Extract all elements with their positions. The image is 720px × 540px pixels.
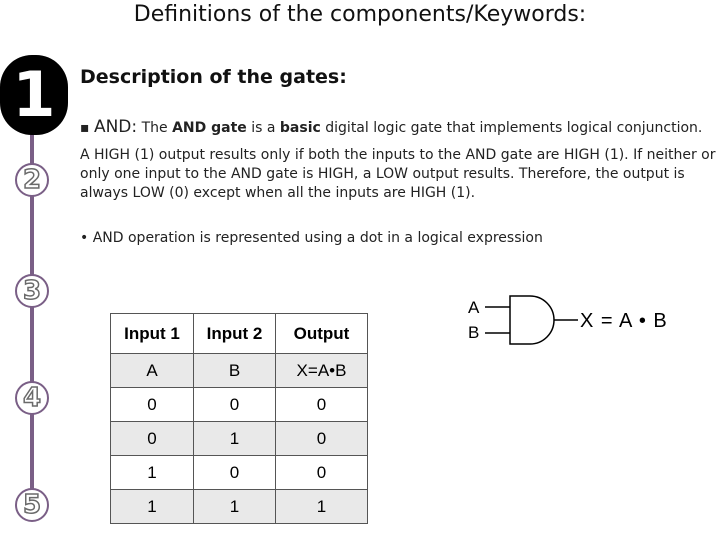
table-cell: 0: [193, 455, 276, 490]
step-rail: [30, 120, 34, 505]
truth-table: Input 1 Input 2 Output A B X=A•B 0 0 0 0…: [110, 313, 368, 524]
table-cell: B: [193, 353, 276, 388]
table-cell: X=A•B: [275, 353, 368, 388]
table-header: Input 2: [193, 313, 276, 354]
table-row: 0 1 0: [110, 421, 368, 456]
gate-input-b-label: B: [468, 323, 480, 342]
slide-title: Definitions of the components/Keywords:: [133, 2, 587, 27]
and-text-b: is a: [251, 120, 276, 136]
table-row: A B X=A•B: [110, 353, 368, 388]
step-4-marker[interactable]: 4: [15, 381, 49, 415]
and-text-a: The: [141, 120, 168, 136]
table-cell: 1: [275, 489, 368, 524]
and-gate-term: AND gate: [172, 120, 247, 136]
and-lead: AND:: [93, 117, 138, 137]
table-row: 0 0 0: [110, 387, 368, 422]
table-cell: 0: [110, 387, 194, 422]
and-text-c: digital logic gate that implements logic…: [325, 120, 703, 136]
step-3-marker[interactable]: 3: [15, 274, 49, 308]
and-basic-term: basic: [279, 120, 321, 136]
and-definition: ▪ AND: The AND gate is a basic digital l…: [80, 118, 720, 138]
and-gate-icon: [485, 295, 578, 345]
table-header-row: Input 1 Input 2 Output: [110, 313, 368, 354]
table-row: 1 0 0: [110, 455, 368, 490]
table-cell: 0: [193, 387, 276, 422]
table-header: Input 1: [110, 313, 194, 354]
table-cell: 1: [193, 489, 276, 524]
gate-expression: X = A • B: [580, 310, 668, 332]
dot-operation-note: • AND operation is represented using a d…: [80, 230, 543, 246]
table-cell: 1: [193, 421, 276, 456]
step-1-marker[interactable]: 1: [0, 55, 68, 135]
gate-input-a-label: A: [468, 298, 480, 317]
table-cell: 0: [275, 421, 368, 456]
table-cell: 0: [275, 455, 368, 490]
and-explanation: A HIGH (1) output results only if both t…: [80, 147, 716, 201]
step-2-marker[interactable]: 2: [15, 163, 49, 197]
table-row: 1 1 1: [110, 489, 368, 524]
section-heading: Description of the gates:: [80, 66, 347, 88]
table-header: Output: [275, 313, 368, 354]
step-5-marker[interactable]: 5: [15, 488, 49, 522]
table-cell: 1: [110, 489, 194, 524]
table-cell: 0: [275, 387, 368, 422]
bullet-icon: ▪: [80, 120, 90, 136]
table-cell: 0: [110, 421, 194, 456]
table-cell: A: [110, 353, 194, 388]
table-cell: 1: [110, 455, 194, 490]
